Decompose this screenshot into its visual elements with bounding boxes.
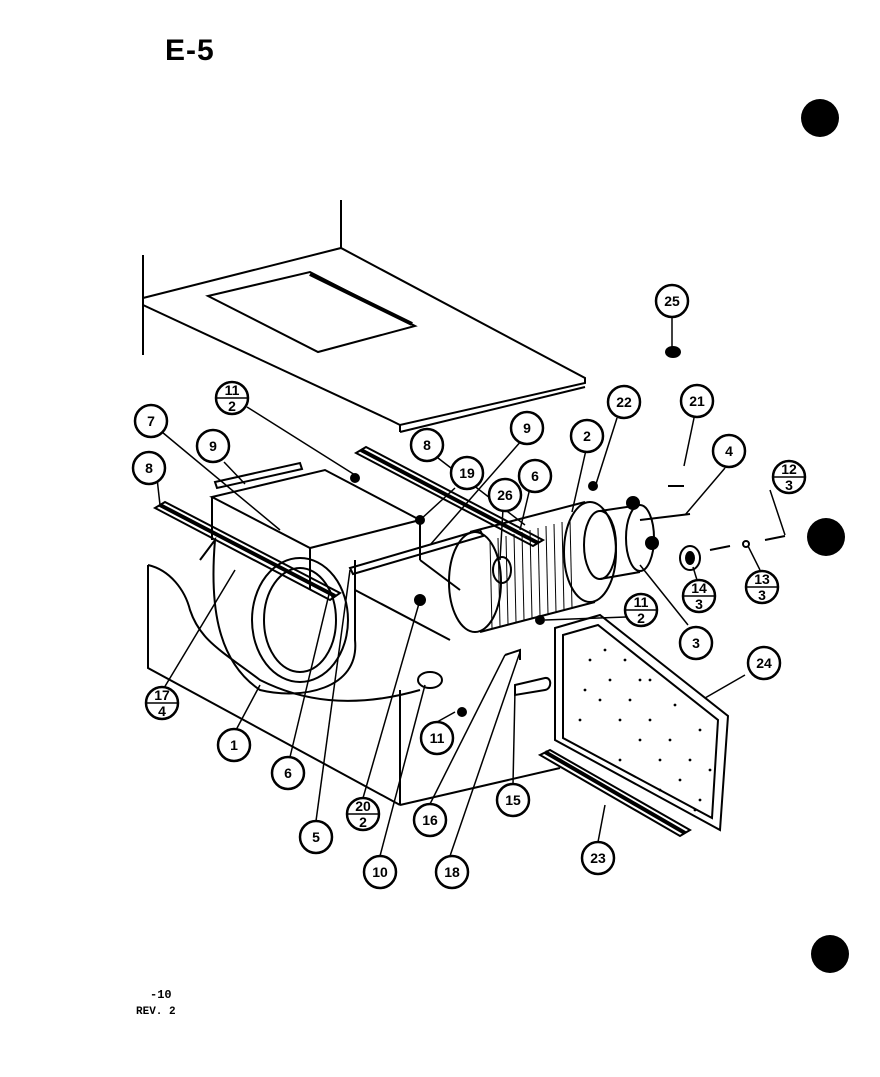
callout-25: 25 — [654, 283, 690, 319]
callout-26-label: 26 — [497, 487, 513, 503]
callout-11: 11 — [419, 720, 455, 756]
callout-8-left-label: 8 — [145, 460, 153, 476]
callout-2-label: 2 — [583, 428, 591, 444]
callout-10: 10 — [362, 854, 398, 890]
callout-17-4-top: 17 — [154, 687, 170, 703]
callout-11-2-right-top: 11 — [634, 594, 649, 610]
callout-11-2-top-top: 11 — [225, 382, 240, 398]
callout-13-3-bottom: 3 — [758, 587, 766, 603]
callout-15: 15 — [495, 782, 531, 818]
callout-19: 19 — [449, 455, 485, 491]
callout-22-label: 22 — [616, 394, 632, 410]
callout-4: 4 — [711, 433, 747, 469]
callout-24: 24 — [746, 645, 782, 681]
callout-5-label: 5 — [312, 829, 320, 845]
callout-20-2-bottom: 2 — [359, 814, 367, 830]
callout-11-2-top-bottom: 2 — [228, 398, 236, 414]
binder-hole-top — [801, 99, 839, 137]
rail-left-9 — [213, 461, 304, 490]
callout-6-left-label: 6 — [284, 765, 292, 781]
filter-rail-23 — [537, 748, 692, 838]
binder-hole-bottom — [811, 935, 849, 973]
callout-3: 3 — [678, 625, 714, 661]
callout-11-2-right-bottom: 2 — [637, 610, 645, 626]
callout-1: 1 — [216, 727, 252, 763]
callout-3-label: 3 — [692, 635, 700, 651]
callout-15-label: 15 — [505, 792, 521, 808]
callout-19-label: 19 — [459, 465, 475, 481]
top-cover-panel — [142, 200, 586, 433]
callout-9-left: 9 — [195, 428, 231, 464]
rail-mid-8 — [353, 445, 546, 548]
binder-hole-middle — [807, 518, 845, 556]
callout-11-2-top: 11 2 — [214, 380, 250, 416]
callout-24-label: 24 — [756, 655, 772, 671]
rail-left-8 — [152, 500, 342, 602]
callout-14-3-bottom: 3 — [695, 596, 703, 612]
callout-13-3: 13 3 — [744, 569, 780, 605]
callout-11-2-right: 11 2 — [623, 592, 659, 628]
callout-10-label: 10 — [372, 864, 388, 880]
callout-16-label: 16 — [422, 812, 438, 828]
callout-17-4: 17 4 — [144, 685, 180, 721]
page-title: E-5 — [165, 34, 215, 67]
callout-25-label: 25 — [664, 293, 680, 309]
callout-6-right: 6 — [517, 458, 553, 494]
callout-8-mid-label: 8 — [423, 437, 431, 453]
callout-9-right-label: 9 — [523, 420, 531, 436]
callout-9-right: 9 — [509, 410, 545, 446]
blower-housing — [147, 468, 561, 806]
callout-5: 5 — [298, 819, 334, 855]
callout-7: 7 — [133, 403, 169, 439]
callout-22: 22 — [606, 384, 642, 420]
callout-13-3-top: 13 — [754, 571, 770, 587]
callout-12-3-bottom: 3 — [785, 477, 793, 493]
callout-11-label: 11 — [430, 730, 445, 746]
air-filter — [554, 613, 730, 832]
callout-2: 2 — [569, 418, 605, 454]
callout-9-left-label: 9 — [209, 438, 217, 454]
callout-8-mid: 8 — [409, 427, 445, 463]
callout-12-3: 12 3 — [771, 459, 807, 495]
callout-8-left: 8 — [131, 450, 167, 486]
callout-6-right-label: 6 — [531, 468, 539, 484]
revision-label: REV. 2 — [136, 1006, 176, 1018]
callout-1-label: 1 — [230, 737, 238, 753]
rail-right-9 — [348, 528, 485, 576]
callout-14-3: 14 3 — [681, 578, 717, 614]
callout-16: 16 — [412, 802, 448, 838]
callout-21-label: 21 — [689, 393, 705, 409]
callout-23-label: 23 — [590, 850, 606, 866]
blower-wheel — [448, 501, 617, 633]
callout-14-3-top: 14 — [691, 580, 707, 596]
callout-18: 18 — [434, 854, 470, 890]
callout-7-label: 7 — [147, 413, 155, 429]
callout-18-label: 18 — [444, 864, 460, 880]
callout-21: 21 — [679, 383, 715, 419]
callout-17-4-bottom: 4 — [158, 703, 166, 719]
callout-20-2: 20 2 — [345, 796, 381, 832]
blower-motor — [583, 496, 691, 580]
callout-6-left: 6 — [270, 755, 306, 791]
callout-4-label: 4 — [725, 443, 733, 459]
hardware-bits — [350, 346, 786, 717]
leader-lines — [156, 317, 786, 857]
callout-26: 26 — [487, 477, 523, 513]
callout-20-2-top: 20 — [355, 798, 371, 814]
callout-23: 23 — [580, 840, 616, 876]
callout-12-3-top: 12 — [781, 461, 797, 477]
page-number: -10 — [150, 988, 172, 1002]
